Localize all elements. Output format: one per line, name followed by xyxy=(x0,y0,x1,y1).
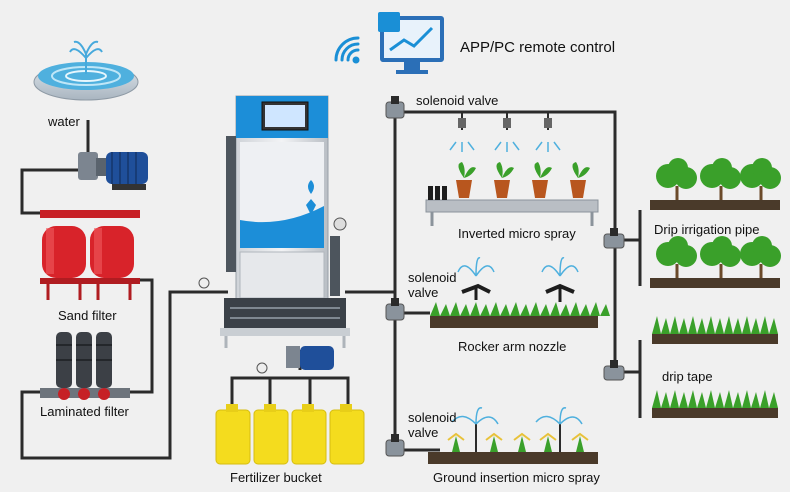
soil-bed xyxy=(652,334,778,344)
pressure-gauge-icon xyxy=(198,277,210,289)
inverted-micro-spray-label: Inverted micro spray xyxy=(458,226,576,241)
plant-bench xyxy=(425,199,599,213)
solenoid-valve-icon xyxy=(385,101,625,457)
rocker-arm-nozzle-label: Rocker arm nozzle xyxy=(458,339,567,354)
soil-bed xyxy=(430,316,598,328)
fountain-icon xyxy=(33,40,139,101)
app-control-label: APP/PC remote control xyxy=(460,39,616,56)
bottle-icon xyxy=(428,186,447,200)
sprinkler-icon xyxy=(451,407,583,452)
laminated-filter-icon xyxy=(40,332,130,400)
solenoid-valve-actuator xyxy=(391,96,618,442)
fertilizer-bucket-label: Fertilizer bucket xyxy=(230,470,322,485)
pump-icon xyxy=(78,152,148,190)
seedling-icon xyxy=(447,432,589,452)
pipe-laminated-to-controller xyxy=(20,290,228,460)
solenoid-valve-mid-label: solenoid valve xyxy=(408,270,457,300)
drip-tape-label: drip tape xyxy=(662,369,713,384)
controller-cabinet-icon xyxy=(220,95,350,348)
ground-insertion-micro-spray-label: Ground insertion micro spray xyxy=(433,470,600,485)
sand-filter-label: Sand filter xyxy=(58,308,117,323)
pipe-sand-to-laminated xyxy=(130,278,154,394)
grass-icon xyxy=(430,302,610,316)
drip-irrigation-pipe-label: Drip irrigation pipe xyxy=(654,222,760,237)
wifi-icon xyxy=(334,36,360,64)
solenoid-valve-bottom-label: solenoid valve xyxy=(408,410,457,440)
sprinkler-icon xyxy=(457,257,579,302)
solenoid-valve-top-label: solenoid valve xyxy=(416,93,499,108)
soil-bed xyxy=(428,452,598,464)
grass-icon xyxy=(652,316,778,408)
water-label: water xyxy=(48,114,80,129)
fertilizer-bucket-icon xyxy=(215,404,365,465)
laminated-filter-label: Laminated filter xyxy=(40,404,129,419)
sand-filter-icon xyxy=(40,210,140,300)
potted-plant-icon xyxy=(456,162,590,198)
soil-bed xyxy=(652,408,778,418)
sprinkler-icon xyxy=(449,112,561,152)
tree-icon xyxy=(650,158,781,288)
pump-icon xyxy=(256,346,334,374)
pipe-pump-to-sand-filter xyxy=(20,168,80,215)
monitor-chart-icon xyxy=(378,12,444,74)
pipe-top-branch xyxy=(395,110,617,365)
